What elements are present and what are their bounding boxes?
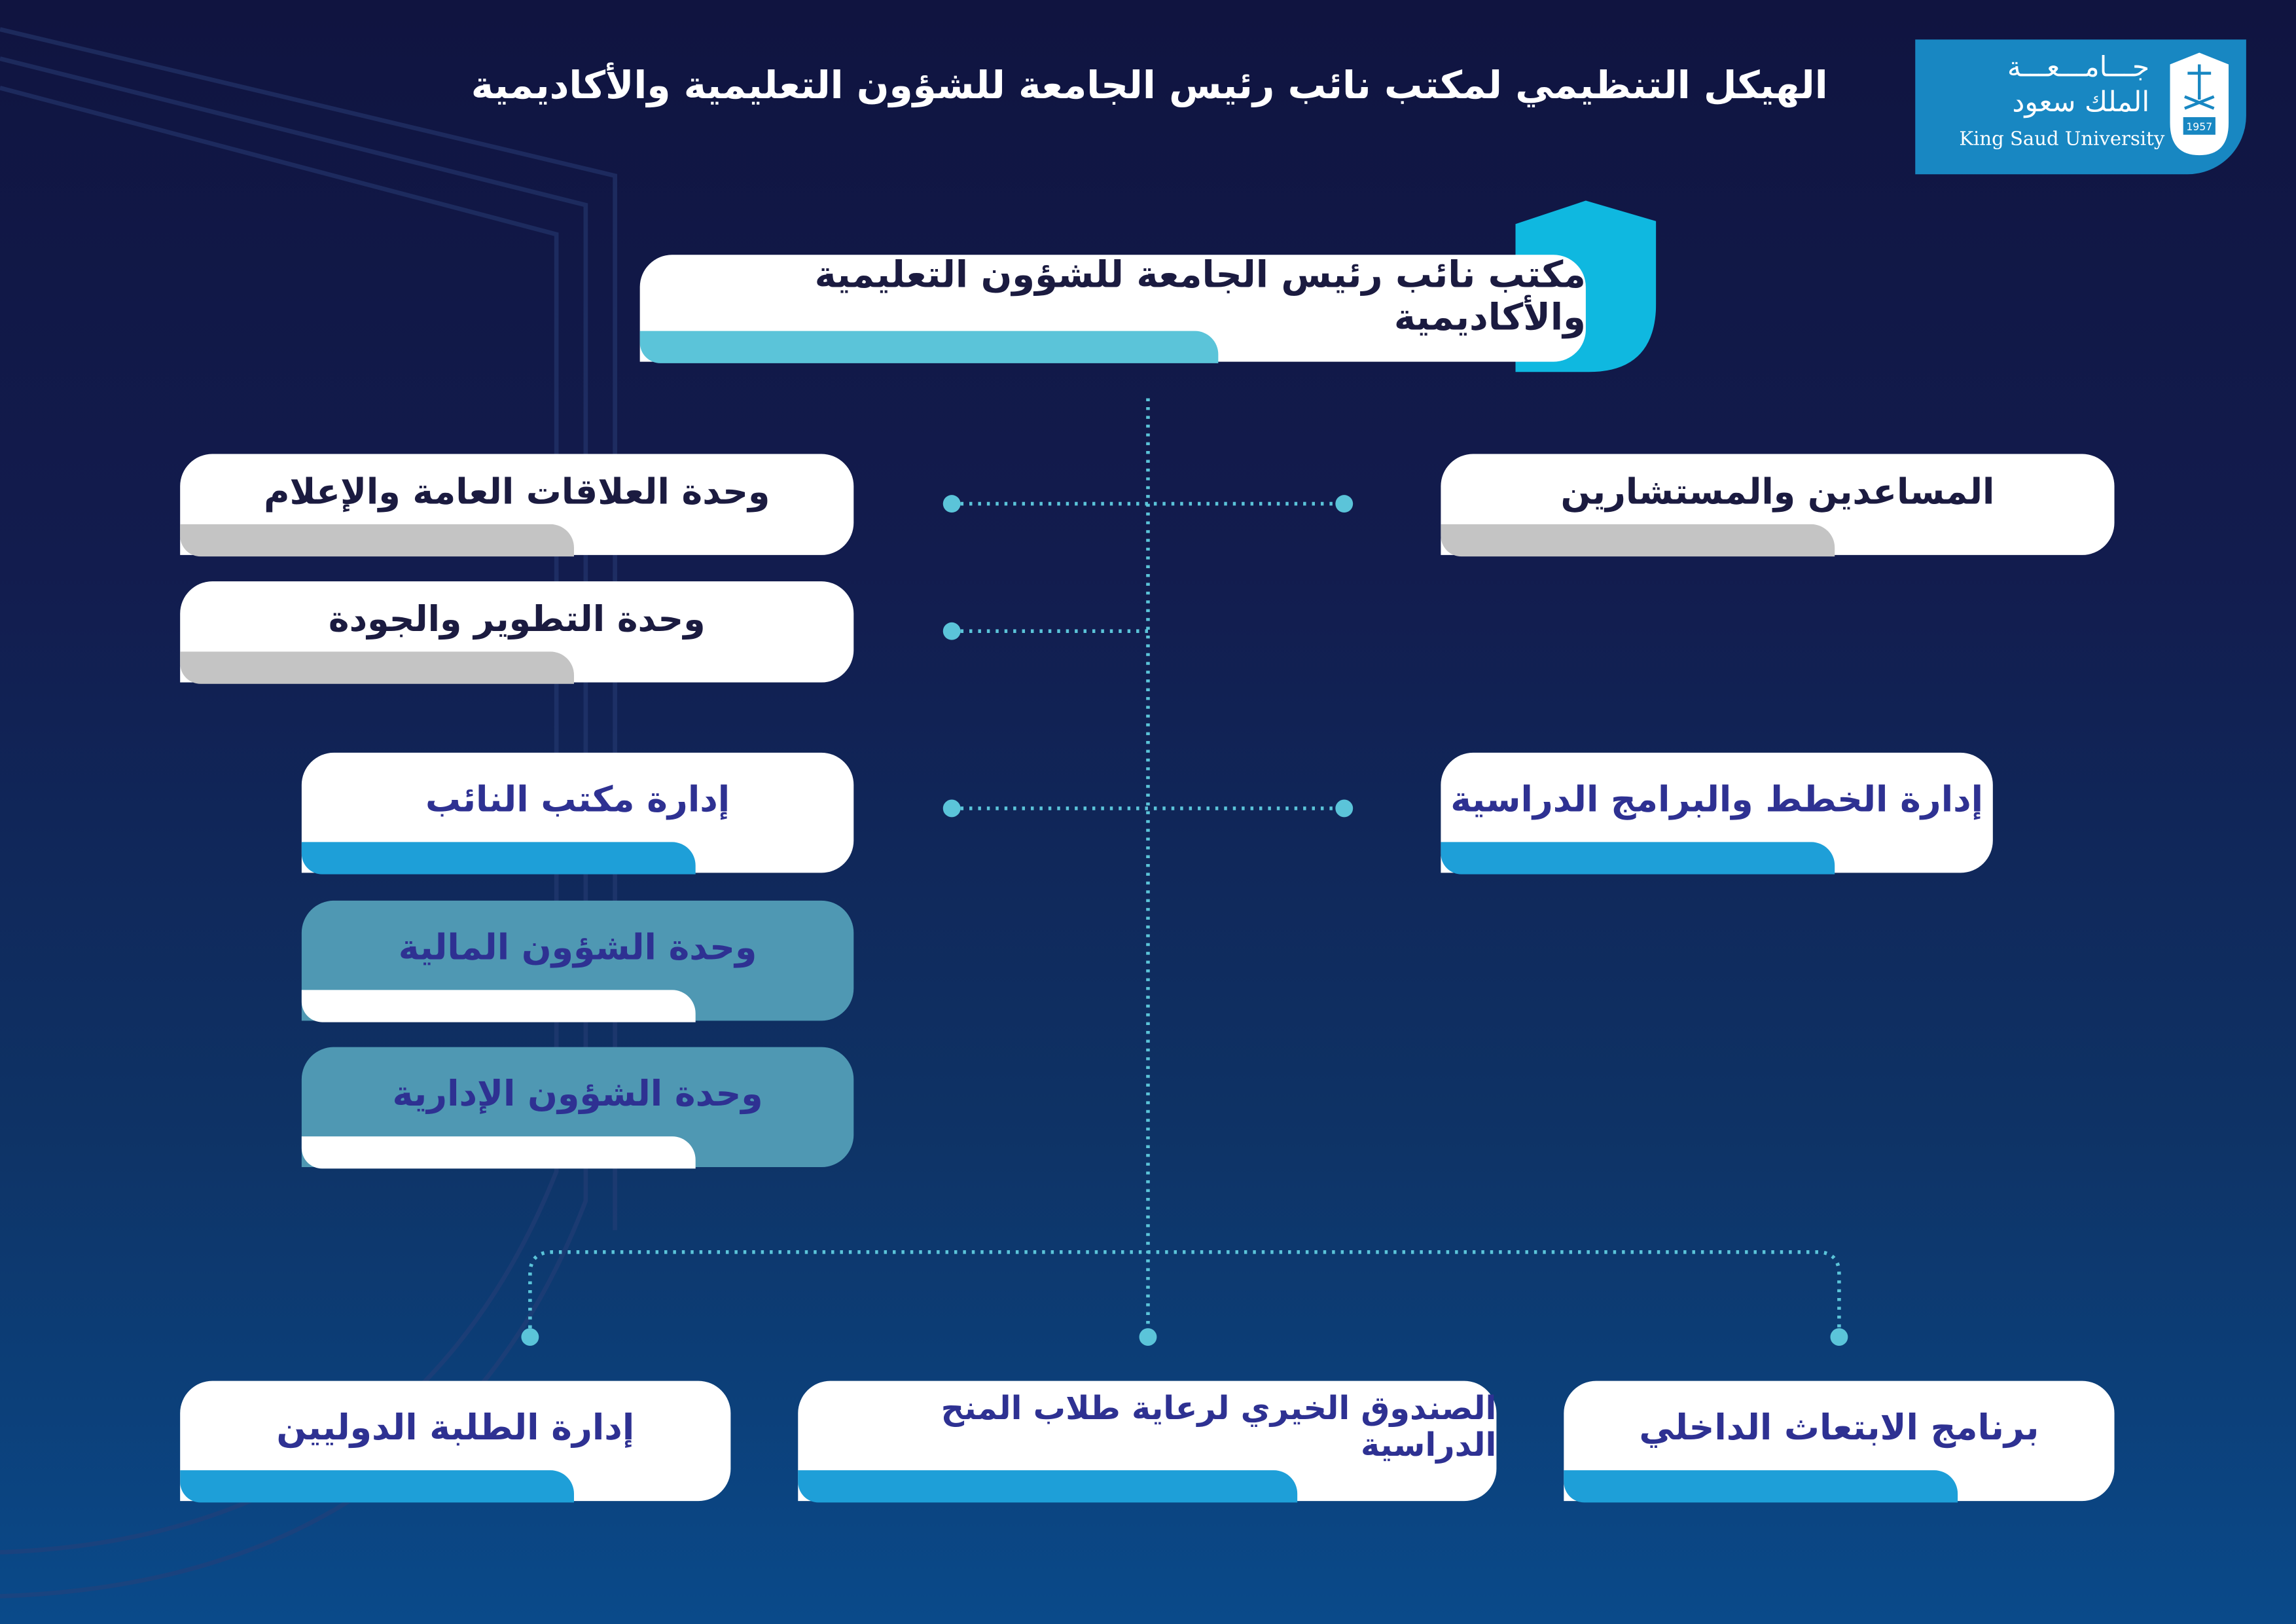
plans-programs-admin-box[interactable]: إدارة الخطط والبرامج الدراسية <box>1441 752 1993 875</box>
box-accent-bar <box>180 524 574 557</box>
assistants-advisors-box[interactable]: المساعدين والمستشارين <box>1441 454 2115 557</box>
deputy-office-admin-box[interactable]: إدارة مكتب النائب <box>301 752 854 875</box>
international-students-label: إدارة الطلبة الدوليين <box>276 1407 635 1449</box>
charity-fund-box[interactable]: الصندوق الخيري لرعاية طلاب المنح الدراسي… <box>798 1380 1497 1503</box>
public-relations-unit-box[interactable]: وحدة العلاقات العامة والإعلام <box>180 454 854 557</box>
vp-office-label: مكتب نائب رئيس الجامعة للشؤون التعليمية … <box>814 252 1586 338</box>
box-accent-bar <box>798 1470 1298 1503</box>
internal-scholarship-label: برنامج الابتعاث الداخلي <box>1639 1407 2039 1449</box>
financial-affairs-label: وحدة الشؤون المالية <box>398 927 757 968</box>
assistants-advisors-label: المساعدين والمستشارين <box>1560 471 1995 512</box>
administrative-affairs-label: وحدة الشؤون الإدارية <box>392 1073 763 1115</box>
university-logo[interactable]: جـــامـــعـــة الملك سعود King Saud Univ… <box>1915 39 2246 175</box>
page-title: الهيكل التنظيمي لمكتب نائب رئيس الجامعة … <box>471 64 1828 109</box>
box-accent-bar <box>180 1470 574 1503</box>
box-accent-bar <box>639 331 1219 363</box>
box-accent-bar <box>301 1136 696 1169</box>
public-relations-label: وحدة العلاقات العامة والإعلام <box>264 471 770 512</box>
box-accent-bar <box>301 842 696 875</box>
box-accent-bar <box>180 651 574 684</box>
international-students-box[interactable]: إدارة الطلبة الدوليين <box>180 1380 731 1503</box>
box-accent-bar <box>1441 524 1835 557</box>
svg-text:1957: 1957 <box>2186 120 2212 133</box>
logo-arabic-line1: جـــامـــعـــة <box>2007 51 2150 84</box>
financial-affairs-unit-box[interactable]: وحدة الشؤون المالية <box>301 900 854 1022</box>
box-accent-bar <box>1441 842 1835 875</box>
development-quality-unit-box[interactable]: وحدة التطوير والجودة <box>180 581 854 684</box>
logo-arabic-line2: الملك سعود <box>2012 86 2150 119</box>
logo-english-name: King Saud University <box>1959 128 2165 151</box>
development-quality-label: وحدة التطوير والجودة <box>328 598 706 640</box>
box-accent-bar <box>301 990 696 1022</box>
plans-programs-label: إدارة الخطط والبرامج الدراسية <box>1450 779 1984 820</box>
internal-scholarship-box[interactable]: برنامج الابتعاث الداخلي <box>1564 1380 2115 1503</box>
deputy-office-admin-label: إدارة مكتب النائب <box>425 779 730 820</box>
university-seal-icon: 1957 <box>2170 52 2229 156</box>
box-accent-bar <box>1564 1470 1958 1503</box>
charity-fund-label: الصندوق الخيري لرعاية طلاب المنح الدراسي… <box>941 1391 1497 1465</box>
vp-office-box[interactable]: مكتب نائب رئيس الجامعة للشؤون التعليمية … <box>639 252 1586 363</box>
administrative-affairs-unit-box[interactable]: وحدة الشؤون الإدارية <box>301 1047 854 1169</box>
